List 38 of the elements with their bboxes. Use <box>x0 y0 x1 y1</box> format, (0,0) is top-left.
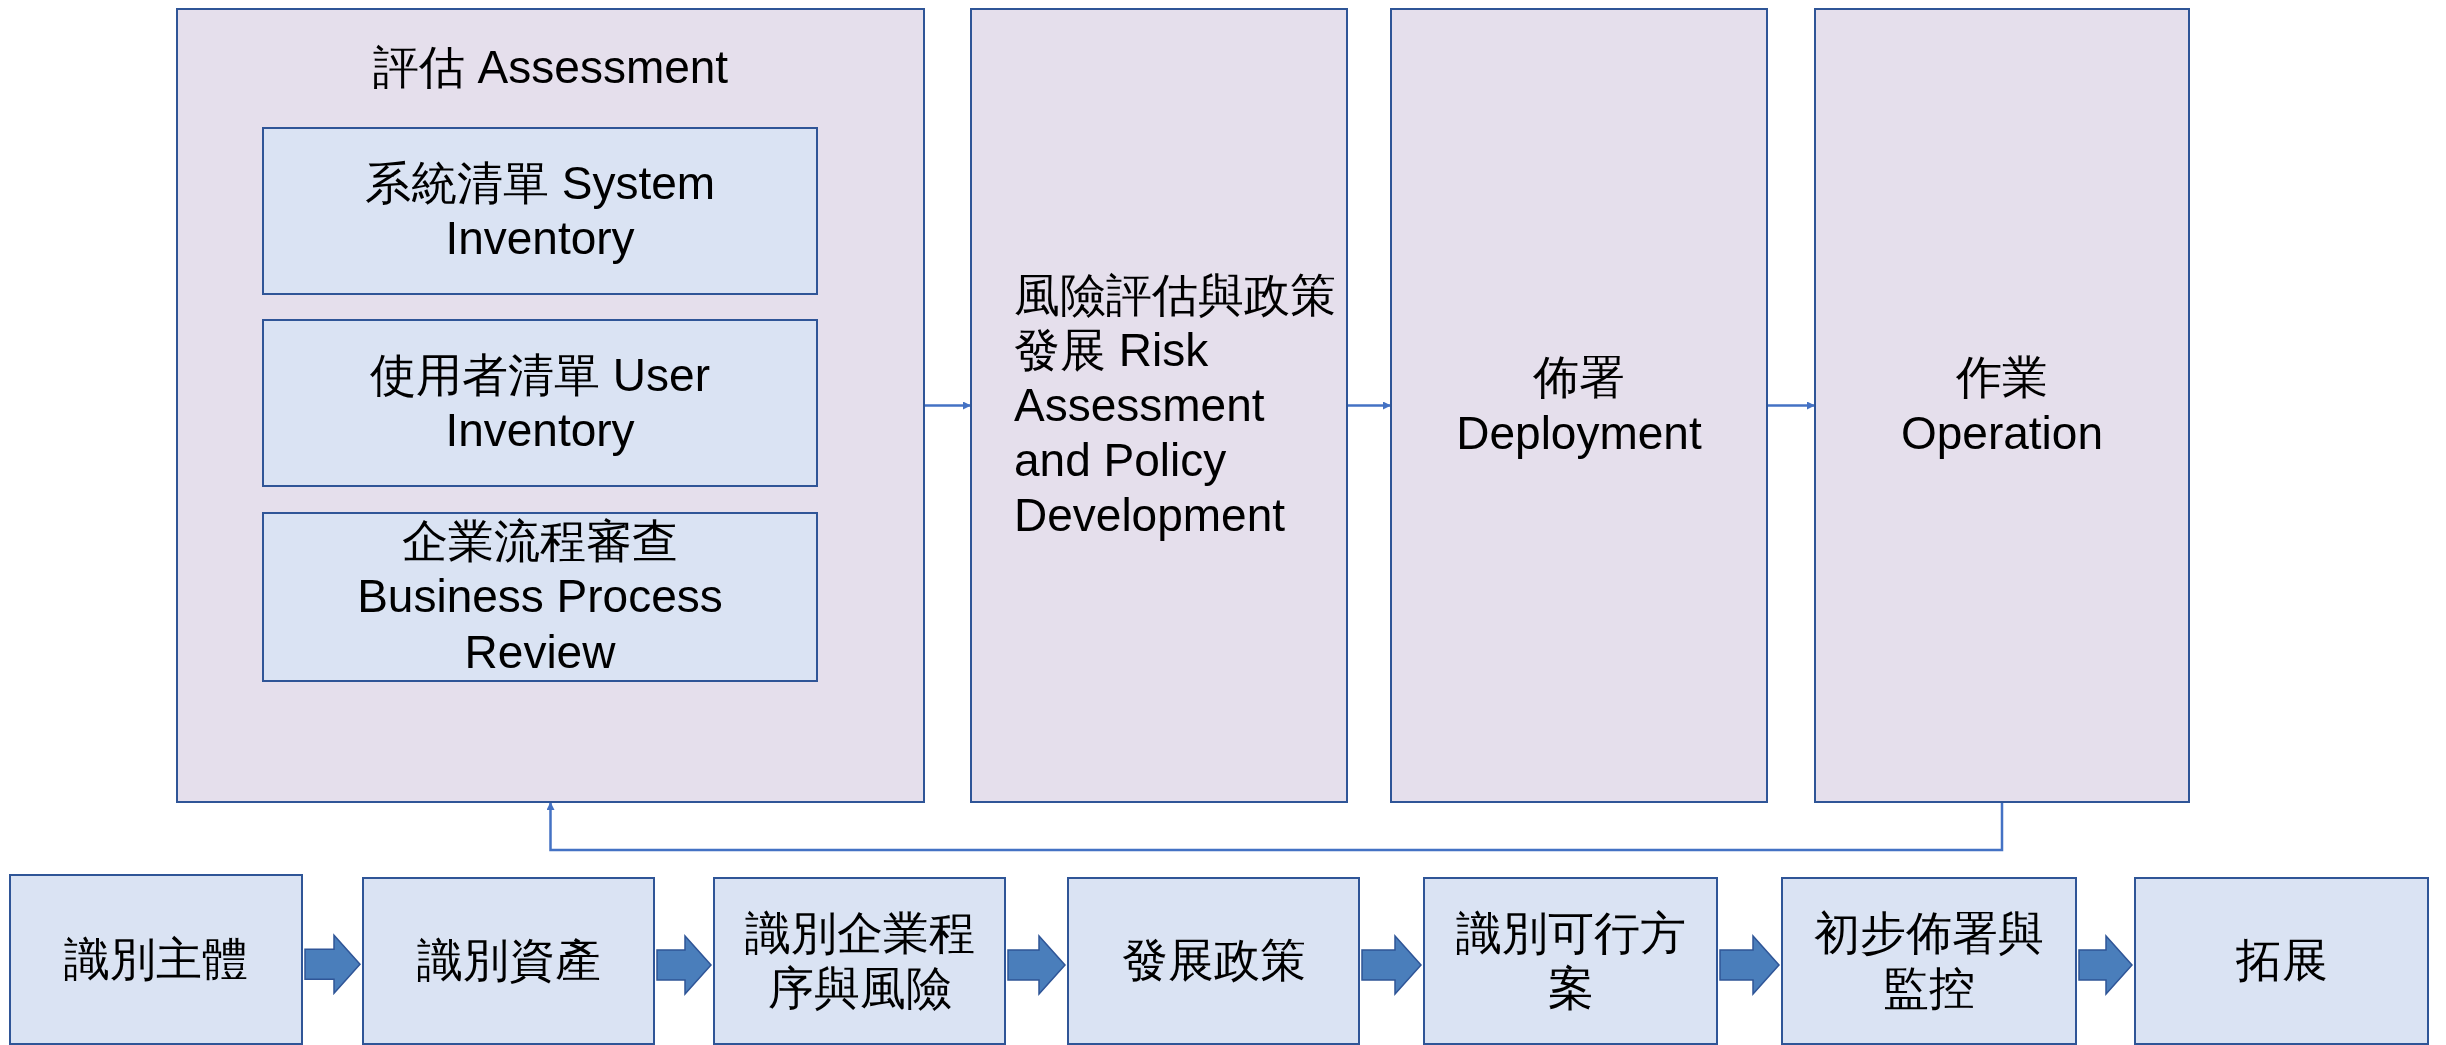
stage-box <box>176 8 925 803</box>
stage-box <box>1390 8 1768 803</box>
box-label: 系統清單 System Inventory <box>363 155 717 266</box>
box-label: 評估 Assessment <box>372 40 729 95</box>
step-box <box>9 874 303 1045</box>
step-box <box>713 877 1006 1045</box>
block-arrow <box>1007 934 1066 996</box>
process-box <box>262 512 818 682</box>
step-box <box>1781 877 2077 1045</box>
block-arrow <box>304 933 361 996</box>
block-arrow <box>1361 934 1422 996</box>
box-label: 發展政策 <box>1121 933 1306 989</box>
block-arrow <box>2078 934 2133 996</box>
box-label: 拓展 <box>2235 933 2328 989</box>
box-label: 風險評估與政策發展 Risk Assessment and Policy Development <box>1014 267 1337 544</box>
box-label: 識別資產 <box>416 933 601 989</box>
step-box <box>362 877 655 1045</box>
block-arrow <box>1719 934 1780 996</box>
step-box <box>1067 877 1360 1045</box>
stage-box <box>1814 8 2190 803</box>
step-box <box>1423 877 1718 1045</box>
box-label: 企業流程審查 Business Process Review <box>356 514 724 680</box>
arrow <box>1348 401 1391 410</box>
arrow <box>546 802 2004 852</box>
arrow <box>925 401 971 410</box>
process-box <box>262 319 818 487</box>
step-box <box>2134 877 2429 1045</box>
box-label: 作業 Operation <box>1900 350 2104 461</box>
stage-box <box>970 8 1348 803</box>
box-label: 初步佈署與監控 <box>1813 905 2045 1016</box>
process-box <box>262 127 818 295</box>
box-label: 使用者清單 User Inventory <box>369 347 711 458</box>
box-label: 識別主體 <box>64 931 248 987</box>
box-label: 佈署 Deployment <box>1455 350 1703 461</box>
arrow <box>1768 401 1815 410</box>
block-arrow <box>656 934 712 996</box>
box-label: 識別企業程序與風險 <box>743 905 976 1016</box>
box-label: 識別可行方案 <box>1454 905 1687 1016</box>
